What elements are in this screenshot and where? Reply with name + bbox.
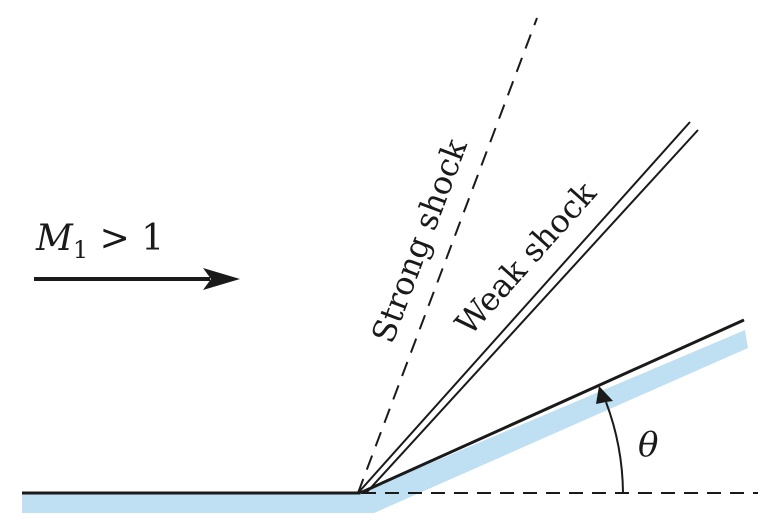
strong-shock-line (357, 17, 538, 494)
deflection-angle-arrowhead (596, 386, 613, 404)
weak-shock-line-b (365, 129, 699, 494)
weak-shock-line-a (357, 121, 691, 494)
wall-surface-fill (22, 330, 748, 513)
deflection-angle-arc (605, 401, 624, 494)
deflection-angle-label: θ (638, 425, 658, 465)
wedge-surface-line (359, 318, 745, 495)
mach-relation: > 1 (88, 218, 164, 259)
mach-subscript: 1 (73, 236, 88, 264)
flow-direction-arrow-head (203, 268, 240, 290)
mach-symbol: M (35, 218, 74, 259)
mach-number-label: M1 > 1 (35, 218, 164, 264)
